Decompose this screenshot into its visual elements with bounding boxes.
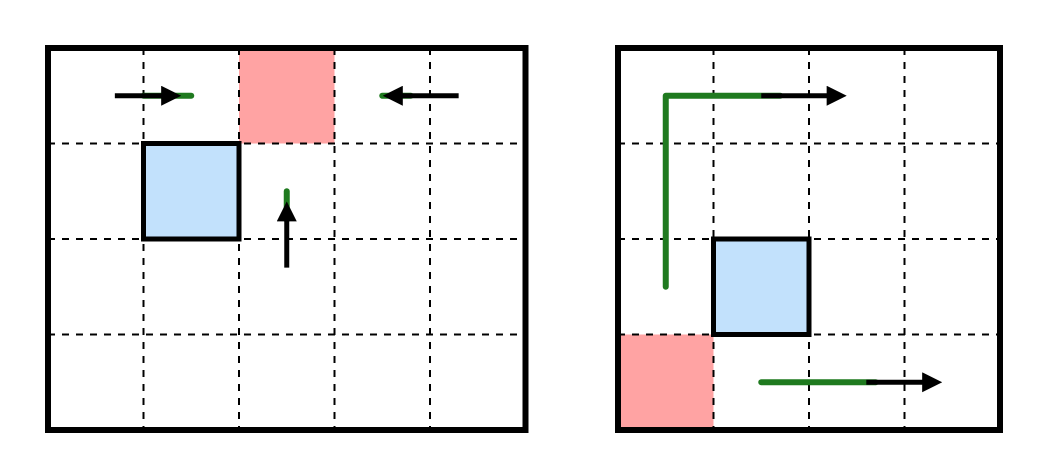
blue-square [141, 141, 242, 242]
panel-border [615, 45, 1003, 433]
left-grid-panel [45, 45, 529, 433]
green-trail [662, 92, 784, 290]
panel-border [45, 45, 529, 433]
right-grid-panel [615, 45, 1003, 433]
red-cell [239, 48, 335, 144]
red-cell [618, 334, 714, 430]
blue-square [711, 236, 812, 337]
